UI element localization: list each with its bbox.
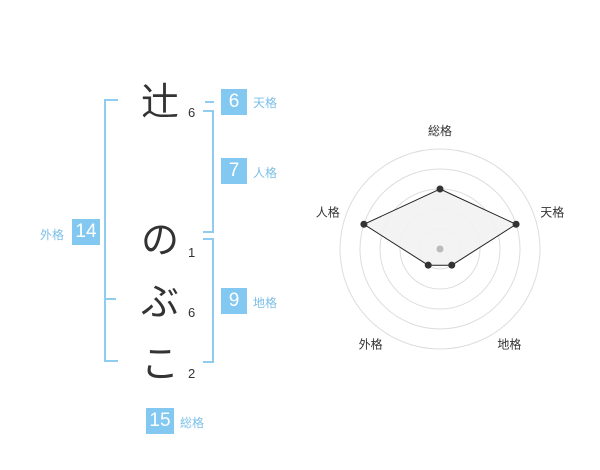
tenkaku-label: 天格 (253, 96, 278, 110)
gaikaku-value: 14 (72, 219, 100, 245)
radar-point-3 (448, 261, 456, 269)
radar-center-dot (436, 245, 444, 253)
radar-data-points (360, 185, 520, 269)
radar-axis-label-5: 人格 (316, 205, 340, 220)
tenkaku-bracket (205, 101, 214, 103)
name-breakdown-panel: 辻 の ぶ こ 6 1 6 2 6 天格 7 人格 9 地格 外格 14 15 … (40, 80, 278, 434)
name-character-3: ぶ (140, 280, 179, 324)
jinkaku-bracket (203, 110, 214, 233)
soukaku-value: 15 (146, 408, 174, 434)
soukaku-label: 総格 (180, 416, 205, 430)
gaikaku-label: 外格 (40, 228, 65, 242)
name-character-2: の (140, 218, 179, 262)
radar-axis-label-1: 総格 (428, 123, 452, 138)
radar-axis-label-2: 天格 (540, 205, 564, 220)
chikaku-bracket (203, 238, 214, 363)
name-character-4: こ (140, 342, 179, 386)
chikaku-label: 地格 (253, 296, 278, 310)
radar-ring-4 (359, 168, 521, 330)
stroke-count-4: 2 (188, 366, 196, 381)
gaikaku-bracket-tick (104, 298, 116, 300)
radar-point-4 (424, 261, 432, 269)
tenkaku-value: 6 (221, 89, 247, 115)
jinkaku-value: 7 (221, 158, 247, 184)
radar-axis-label-3: 地格 (497, 337, 521, 352)
stroke-count-2: 1 (188, 245, 196, 260)
gaikaku-bracket (104, 99, 118, 362)
stroke-count-3: 6 (188, 305, 196, 320)
radar-data-polygon (362, 188, 518, 266)
chikaku-value: 9 (221, 288, 247, 314)
radar-point-1 (436, 185, 444, 193)
stroke-count-1: 6 (188, 105, 196, 120)
radar-axis-label-4: 外格 (359, 337, 383, 352)
radar-point-5 (360, 220, 368, 228)
name-character-1: 辻 (140, 80, 179, 124)
radar-point-2 (512, 220, 520, 228)
jinkaku-label: 人格 (253, 166, 278, 180)
